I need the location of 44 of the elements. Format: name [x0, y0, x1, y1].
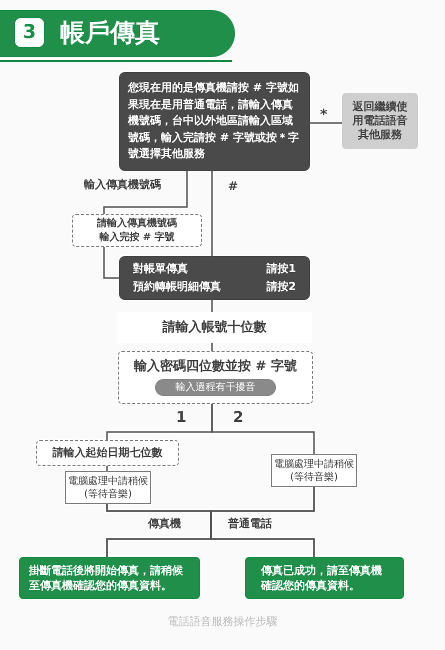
note-pill [155, 379, 276, 396]
prompt-box [36, 440, 179, 466]
node-text: 電腦處理中請稍候(等待音樂) [68, 474, 148, 500]
connector-line [211, 171, 213, 256]
connector-line [103, 171, 188, 214]
node-text: 請輸入傳真機號碼輸入完按 # 字號 [96, 216, 178, 244]
menu-box [119, 256, 310, 300]
process-box [119, 72, 310, 171]
node-text: 輸入密碼四位數並按 # 字號 [134, 358, 297, 376]
connector-line [310, 122, 342, 124]
node-text: 傳真已成功，請至傳真機確認您的傳真資料。 [261, 563, 383, 593]
node-text: 請輸入帳號十位數 [162, 318, 266, 337]
node-text: 電腦處理中請稍候(等待音樂) [274, 458, 354, 484]
prompt-box [72, 214, 202, 247]
edge-label: 2 [233, 410, 244, 425]
edge-label: 輸入傳真機號碼 [84, 179, 161, 190]
result-box [245, 557, 404, 599]
node-text: 請輸入起始日期七位數 [52, 444, 162, 461]
edge-label: # [228, 180, 238, 192]
process-box [342, 93, 418, 149]
node-text: 您現在用的是傳真機請按 # 字號如果現在是用普通電話，請輸入傳真機號碼，台中以外地區請輸入區域號碼，輸入完請按 # 字號或按＊字號選擇其他服務 [128, 80, 300, 162]
connector-line [210, 487, 315, 557]
node-text: 對帳單傳真 [133, 261, 189, 277]
node-text: 輸入過程有干擾音 [176, 382, 256, 394]
node-text: 請按2 [266, 279, 296, 295]
result-box [19, 557, 200, 599]
connector-line [211, 343, 213, 351]
edge-label: 傳真機 [148, 518, 181, 529]
prompt-box [118, 351, 313, 404]
node-text: 掛斷電話後將開始傳真，請稍候至傳真機確認您的傳真資料。 [29, 563, 184, 593]
connector-line [106, 466, 108, 471]
step-number: 3 [15, 18, 44, 47]
node-text: 返回繼續使用電話語音其他服務 [351, 100, 408, 142]
prompt-box [117, 312, 312, 343]
title: 帳戶傳真 [60, 17, 160, 49]
edge-label: 1 [176, 410, 186, 425]
caption: 電話語音服務操作步驟 [166, 614, 278, 630]
node-text: 請按1 [266, 261, 296, 277]
node-text: 預約轉帳明細傳真 [133, 279, 222, 295]
connector-line [211, 300, 213, 312]
connector-line [103, 247, 119, 279]
edge-label: * [320, 108, 328, 122]
connector-line [211, 404, 315, 454]
edge-label: 普通電話 [228, 518, 272, 529]
